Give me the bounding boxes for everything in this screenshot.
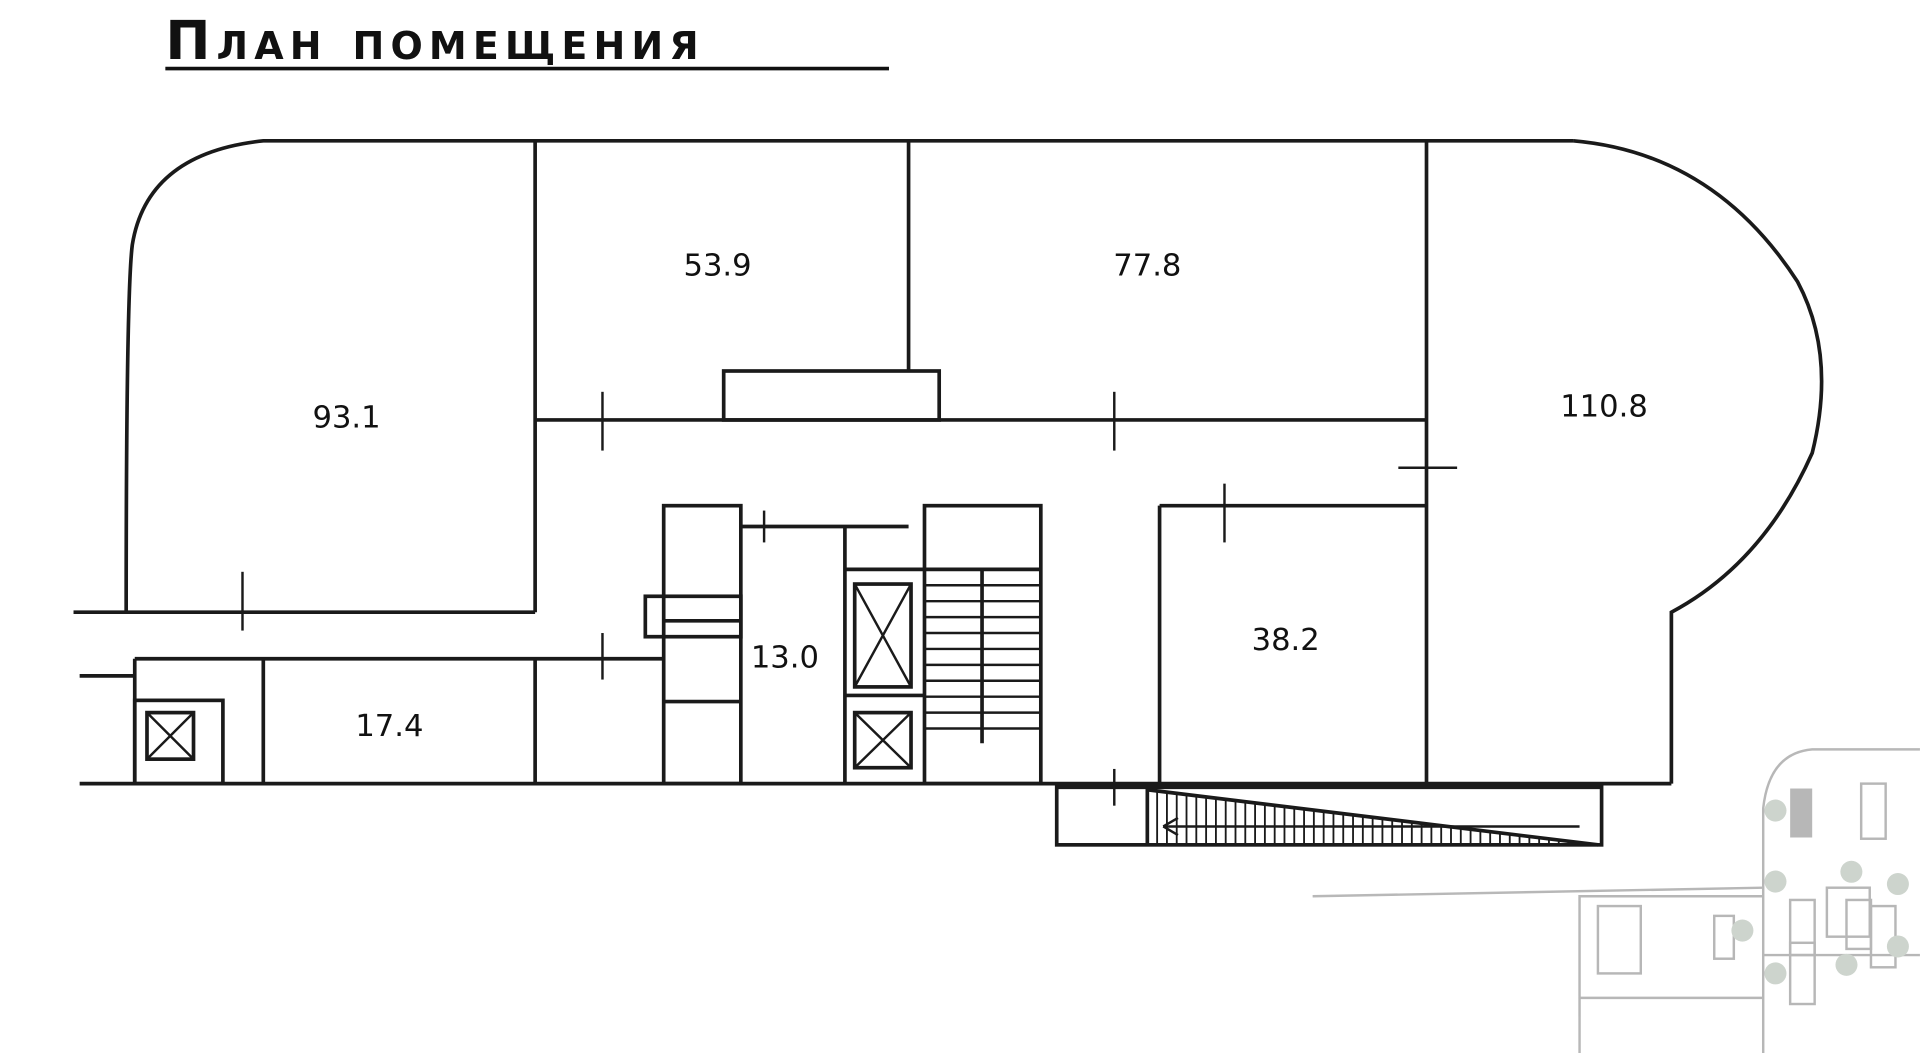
room-area-label: 110.8 bbox=[1560, 389, 1648, 424]
ramp-arrow-head bbox=[1162, 816, 1179, 828]
inset-plan-thumbnail bbox=[1312, 748, 1920, 1053]
ramp-steps bbox=[1147, 787, 1599, 847]
room-area-label: 53.9 bbox=[683, 248, 751, 283]
room-area-label: 13.0 bbox=[751, 640, 819, 675]
door-ticks bbox=[241, 391, 1458, 806]
room-area-label: 38.2 bbox=[1252, 623, 1320, 658]
walls bbox=[73, 138, 1824, 847]
room-area-label: 77.8 bbox=[1113, 248, 1181, 283]
elevator-icons bbox=[145, 582, 913, 770]
room-labels: 93.1 53.9 77.8 110.8 13.0 38.2 17.4 bbox=[312, 248, 1647, 743]
page-title: План помещения bbox=[165, 9, 704, 72]
room-area-label: 93.1 bbox=[312, 400, 380, 435]
staircase bbox=[924, 584, 1041, 730]
ramp-arrow-head bbox=[1162, 825, 1179, 837]
room-area-label: 17.4 bbox=[355, 709, 423, 744]
